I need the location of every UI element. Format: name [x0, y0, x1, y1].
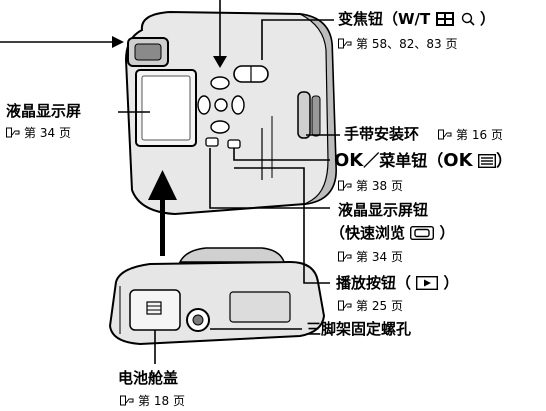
book-reference-icon	[438, 129, 452, 140]
lcd-button-shape	[205, 137, 219, 147]
ok-menu-label: OK／菜单钮（OK ）	[334, 150, 513, 171]
battery-ref: 第 18 页	[120, 395, 185, 407]
menu-icon	[478, 153, 497, 169]
lcd-button-ref: 第 34 页	[338, 251, 403, 263]
camera-back	[124, 10, 338, 216]
strap-eyelet	[297, 91, 311, 139]
play-button-shape	[227, 139, 241, 149]
zoom-ref: 第 58、82、83 页	[338, 38, 458, 50]
quick-view-label: （快速浏览 ）	[330, 224, 455, 242]
zoom-label-tail: ）	[479, 10, 495, 28]
battery-label: 电池舱盖	[118, 369, 179, 387]
strap-label: 手带安装环	[344, 125, 420, 143]
book-reference-icon	[6, 127, 20, 138]
zoom-label: 变焦钮（W/T ）	[338, 12, 495, 27]
arrow-pad	[197, 76, 245, 134]
magnify-icon	[461, 12, 475, 26]
up-arrow	[148, 170, 177, 256]
zoom-label-text: 变焦钮（	[338, 10, 399, 28]
leader-lines	[0, 0, 340, 364]
ok-ref: 第 38 页	[338, 180, 403, 192]
book-reference-icon	[338, 300, 352, 311]
zoom-mode: W/T	[398, 10, 431, 28]
play-icon	[416, 275, 439, 291]
play-label: 播放按钮（ ）	[336, 274, 459, 292]
zoom-tele-icon	[435, 12, 454, 26]
camera-bottom	[108, 247, 326, 346]
strap-ref: 第 16 页	[438, 129, 503, 141]
book-reference-icon	[338, 38, 352, 49]
lcd-ref: 第 34 页	[6, 127, 71, 139]
tripod-label: 三脚架固定螺孔	[306, 320, 412, 338]
book-reference-icon	[120, 395, 134, 406]
lcd-label: 液晶显示屏	[6, 102, 82, 120]
lcd-button-label: 液晶显示屏钮	[338, 201, 429, 219]
play-ref: 第 25 页	[338, 300, 403, 312]
quick-view-icon	[410, 225, 435, 241]
book-reference-icon	[338, 180, 352, 191]
book-reference-icon	[338, 251, 352, 262]
